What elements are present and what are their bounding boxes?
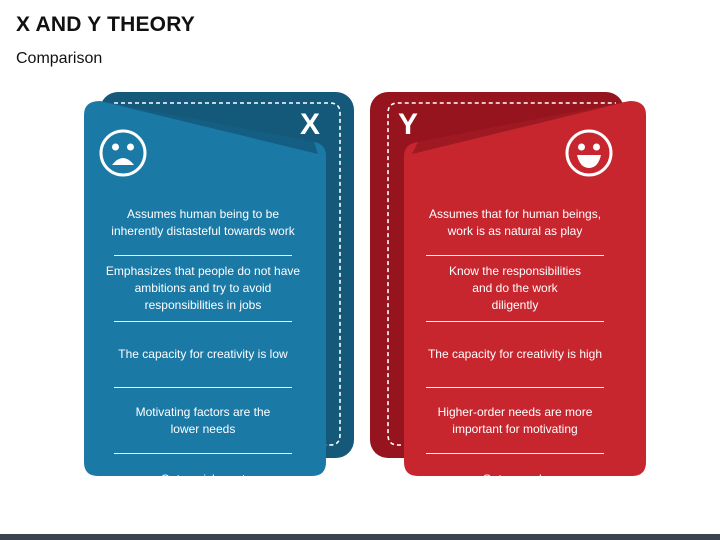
page-title: X AND Y THEORY xyxy=(16,13,196,36)
divider xyxy=(426,321,604,322)
divider xyxy=(426,453,604,454)
x-item-5: Get punishment xyxy=(160,471,246,486)
x-letter: X xyxy=(300,108,321,141)
divider xyxy=(426,387,604,388)
footer-bar xyxy=(0,534,720,540)
y-items-list: Assumes that for human beings, work is a… xyxy=(402,190,628,504)
divider xyxy=(426,255,604,256)
y-item-4: Higher-order needs are more important fo… xyxy=(437,404,593,436)
sad-face-icon xyxy=(99,129,147,177)
x-item-2: Emphasizes that people do not have ambit… xyxy=(105,264,301,312)
x-item-3: The capacity for creativity is low xyxy=(118,347,288,361)
x-item-1: Assumes human being to be inherently dis… xyxy=(111,206,295,238)
y-item-3: The capacity for creativity is high xyxy=(427,347,603,361)
y-letter: Y xyxy=(398,108,419,141)
y-theory-card: Y Assumes that for human beings, work is… xyxy=(368,90,648,486)
x-item-4: Motivating factors are the lower needs xyxy=(135,404,271,436)
happy-face-icon xyxy=(565,129,613,177)
y-item-2: Know the responsibilities and do the wor… xyxy=(448,264,582,312)
y-item-5: Get rewards xyxy=(482,471,548,486)
x-theory-card: X Assumes human being to be inherently d… xyxy=(82,90,362,486)
y-card-background xyxy=(370,92,646,476)
divider xyxy=(114,321,292,322)
y-item-1: Assumes that for human beings, work is a… xyxy=(428,206,602,238)
x-items-list: Assumes human being to be inherently dis… xyxy=(90,190,316,504)
divider xyxy=(114,387,292,388)
page-subtitle: Comparison xyxy=(16,50,103,67)
x-card-background xyxy=(84,92,354,476)
divider xyxy=(114,453,292,454)
divider xyxy=(114,255,292,256)
